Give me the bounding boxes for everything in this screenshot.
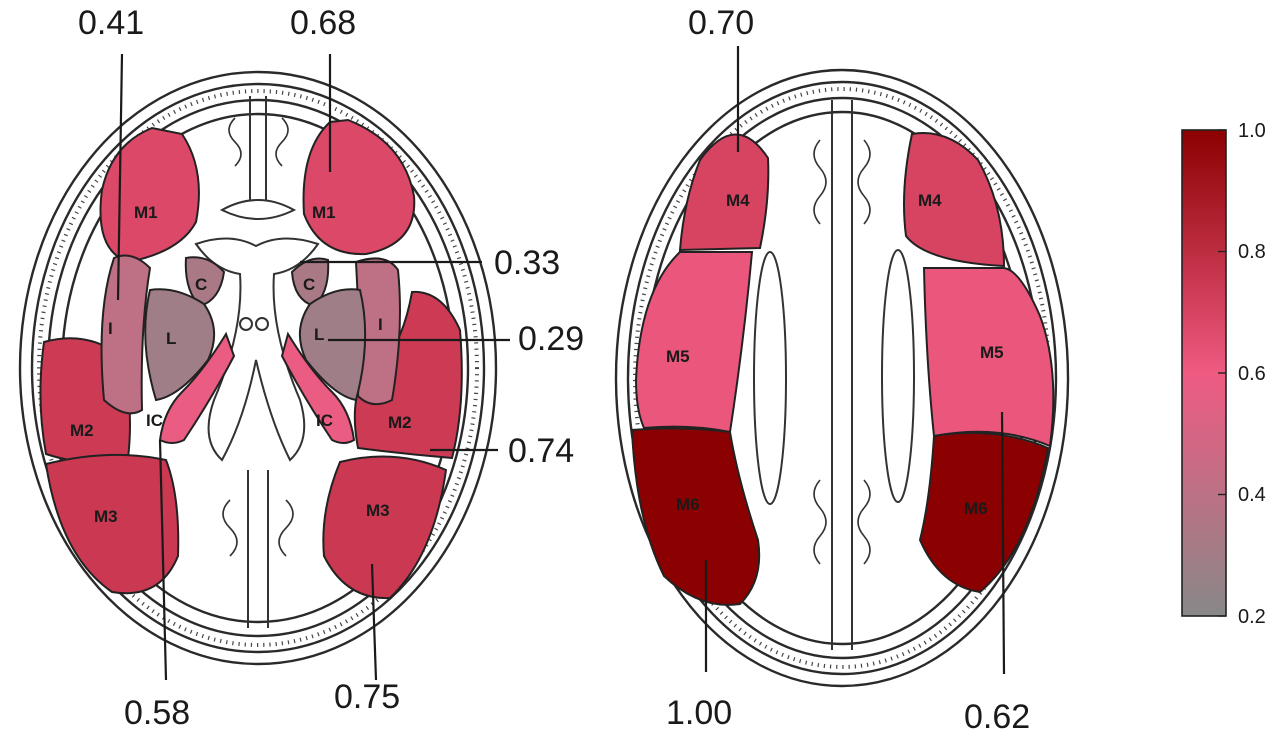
value-m4: 0.70 bbox=[688, 4, 754, 42]
left-fissure-front bbox=[249, 96, 267, 200]
colorbar: 1.0 0.8 0.6 0.4 0.2 bbox=[1181, 120, 1266, 628]
label-m6-left: M6 bbox=[676, 495, 700, 514]
right-slice-left-oval bbox=[753, 251, 787, 505]
label-m5-left: M5 bbox=[666, 347, 690, 366]
label-m4-right: M4 bbox=[918, 191, 942, 210]
region-m1-right bbox=[302, 118, 416, 256]
label-caudate-right: C bbox=[303, 275, 315, 294]
label-m1-right: M1 bbox=[312, 203, 336, 222]
region-internal-capsule-right bbox=[280, 331, 356, 444]
right-slice: M4 M4 M5 M5 M6 M6 0.70 1.00 0.62 bbox=[614, 4, 1070, 736]
left-septum-dot bbox=[239, 317, 253, 331]
colorbar-tick-label: 0.8 bbox=[1238, 241, 1266, 263]
region-caudate-right bbox=[290, 257, 330, 308]
label-ic-right: IC bbox=[316, 411, 333, 430]
colorbar-tick-label: 0.4 bbox=[1238, 484, 1266, 506]
value-insula: 0.41 bbox=[78, 4, 144, 42]
left-skull-inner bbox=[30, 82, 486, 654]
left-fissure-back bbox=[247, 470, 269, 628]
left-skull-outer bbox=[18, 70, 498, 666]
value-m1: 0.68 bbox=[290, 4, 356, 42]
label-lentiform-right: L bbox=[314, 325, 324, 344]
region-m5-left bbox=[634, 251, 754, 434]
value-m2: 0.74 bbox=[508, 432, 574, 470]
right-gyri bbox=[813, 139, 871, 565]
left-gyri-front bbox=[228, 117, 289, 167]
colorbar-tick-label: 0.6 bbox=[1238, 363, 1266, 385]
value-m5: 0.62 bbox=[964, 698, 1030, 736]
region-m6-left bbox=[630, 427, 761, 606]
region-lentiform-right bbox=[299, 288, 367, 402]
region-m5-right bbox=[922, 267, 1055, 448]
leader-ic bbox=[158, 439, 168, 681]
label-m1-left: M1 bbox=[134, 203, 158, 222]
right-slice-right-oval bbox=[881, 249, 915, 503]
label-insula-right: I bbox=[378, 315, 383, 334]
value-lentiform: 0.29 bbox=[518, 320, 584, 358]
label-m2-left: M2 bbox=[70, 421, 94, 440]
region-m4-right bbox=[903, 132, 1006, 268]
region-lentiform-left bbox=[144, 288, 215, 402]
label-m6-right: M6 bbox=[964, 499, 988, 518]
region-insula-left bbox=[100, 254, 152, 415]
value-caudate: 0.33 bbox=[494, 244, 560, 282]
leader-m5 bbox=[1000, 411, 1006, 675]
colorbar-tick-label: 0.2 bbox=[1238, 606, 1266, 628]
label-m5-right: M5 bbox=[980, 343, 1004, 362]
right-fissure bbox=[831, 100, 853, 650]
region-m4-left bbox=[678, 133, 770, 252]
value-m6: 1.00 bbox=[666, 694, 732, 732]
left-slice: M1 M1 M2 M2 M3 M3 I I C C L L IC IC 0.41… bbox=[18, 4, 584, 732]
colorbar-tick-label: 1.0 bbox=[1238, 120, 1266, 142]
region-m6-right bbox=[918, 431, 1050, 594]
leader-m3 bbox=[370, 563, 378, 681]
value-m3: 0.75 bbox=[334, 678, 400, 716]
region-caudate-left bbox=[184, 256, 226, 308]
label-m3-left: M3 bbox=[94, 507, 118, 526]
right-septum-dot bbox=[255, 317, 269, 331]
label-ic-left: IC bbox=[146, 411, 163, 430]
value-ic: 0.58 bbox=[124, 694, 190, 732]
region-m3-right bbox=[322, 455, 448, 600]
region-m3-left bbox=[44, 453, 180, 595]
right-skull-outer bbox=[614, 68, 1070, 688]
leader-insula bbox=[116, 53, 124, 301]
label-insula-left: I bbox=[108, 319, 113, 338]
label-m2-right: M2 bbox=[388, 413, 412, 432]
label-lentiform-left: L bbox=[166, 329, 176, 348]
label-m4-left: M4 bbox=[726, 191, 750, 210]
label-caudate-left: C bbox=[195, 275, 207, 294]
left-corpus-callosum bbox=[219, 199, 297, 220]
left-skull-diploe bbox=[37, 89, 479, 647]
label-m3-right: M3 bbox=[366, 501, 390, 520]
right-skull-inner bbox=[626, 80, 1058, 676]
left-gyri-back bbox=[222, 499, 294, 557]
